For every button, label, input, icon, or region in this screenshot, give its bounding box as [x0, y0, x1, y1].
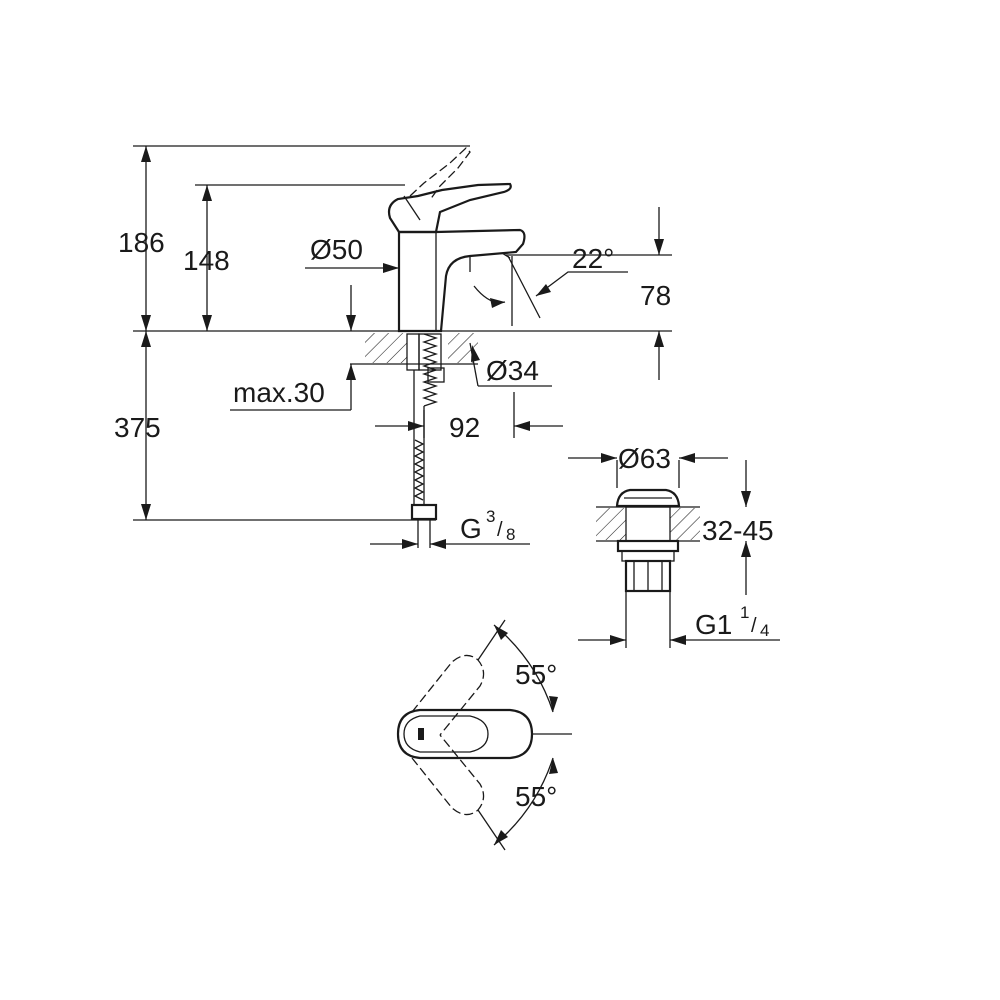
indicator-dot — [418, 728, 424, 740]
waste-thread-slash: / — [751, 615, 757, 637]
hose-thread-num: 3 — [486, 507, 495, 526]
hose-thread-label: G — [460, 513, 482, 544]
waste-thread-den: 4 — [760, 621, 769, 640]
braided-hose — [413, 439, 425, 501]
lever-closed — [387, 182, 512, 234]
waste-thread-label: G1 — [695, 609, 732, 640]
faucet-side-view: 186 148 Ø50 22° 78 max.30 — [114, 145, 672, 549]
lever-angle-bottom-label: 55° — [515, 781, 557, 812]
hose-nut — [410, 503, 438, 521]
hose-thread-den: 8 — [506, 525, 515, 544]
spout-angle-label: 22° — [572, 243, 614, 274]
threaded-rod — [421, 333, 439, 407]
waste-cap — [615, 488, 681, 508]
hose-thread-slash: / — [497, 519, 503, 541]
spout-reach-label: 92 — [449, 412, 480, 443]
spout-clearance-label: 78 — [640, 280, 671, 311]
lever-open — [409, 147, 471, 201]
total-height-label: 186 — [118, 227, 165, 258]
waste-thread-num: 1 — [740, 603, 749, 622]
faucet-body — [397, 228, 526, 333]
lever-center — [396, 708, 534, 760]
deck-thickness-label: max.30 — [233, 377, 325, 408]
lever-rotated-left — [411, 654, 485, 736]
waste-thickness-label: 32-45 — [702, 515, 774, 546]
hose-length-label: 375 — [114, 412, 161, 443]
lever-angle-top-label: 55° — [515, 659, 557, 690]
deck-hatch-left — [365, 333, 407, 363]
basin-hatch-right — [670, 508, 700, 540]
body-diameter-label: Ø50 — [310, 234, 363, 265]
lever-rotated-right — [411, 734, 485, 816]
waste-diameter-label: Ø63 — [618, 443, 671, 474]
basin-hatch-left — [596, 508, 626, 540]
spout-height-label: 148 — [183, 245, 230, 276]
waste-fitting: Ø63 32-45 G1 1 / 4 — [568, 443, 780, 648]
hole-diameter-label: Ø34 — [486, 355, 539, 386]
lever-top-view: 55° 55° — [396, 619, 572, 851]
